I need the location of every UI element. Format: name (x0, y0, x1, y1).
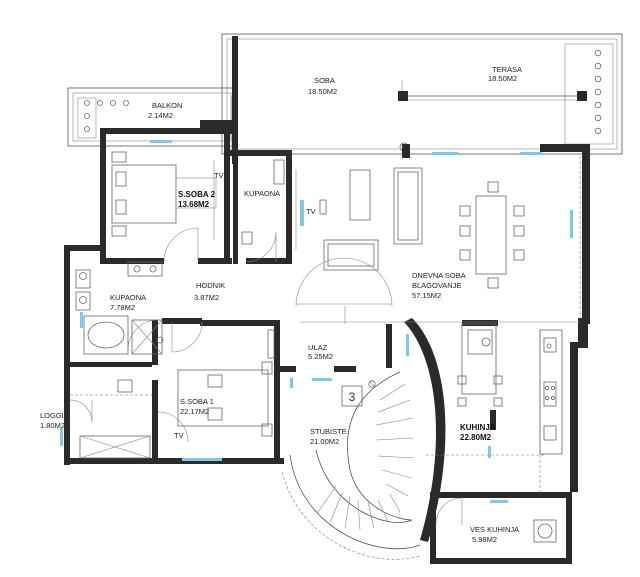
room-name-soba: .SOBA (312, 76, 335, 85)
room-name-ulaz: ULAZ (308, 343, 328, 352)
room-name-hodnik: HODNIK (196, 281, 225, 290)
room-area-dnevna: 57.15M2 (412, 291, 441, 300)
room-name-kuhinja: KUHINJA (460, 423, 496, 432)
tv-label: TV (174, 431, 184, 440)
room-name-veskuhinja: VES KUHINJA (470, 525, 519, 534)
room-area-kupaona2: 7.78M2 (110, 303, 135, 312)
room-area-stubiste: 21.00M2 (310, 437, 339, 446)
room-name-stubiste: STUBISTE (310, 427, 347, 436)
door-swings (69, 227, 463, 526)
room-area-ulaz: 5.25M2 (308, 352, 333, 361)
spiral-stair (281, 371, 421, 560)
column (577, 91, 587, 101)
room-area-veskuhinja: 5.98M2 (472, 535, 497, 544)
furniture (75, 151, 563, 543)
room-name-ssoba2: S.SOBA 2 (178, 190, 216, 199)
room-name2-dnevna: BLAGOVANJE (412, 281, 461, 290)
room-area-ssoba1: 22.17M2 (180, 407, 209, 416)
room-name-kupaona2: KUPAONA (110, 293, 146, 302)
terrace-outline (221, 33, 623, 155)
room-name-terasa: TERASA (492, 65, 522, 74)
tv-label: TV (306, 207, 316, 216)
room-area-loggia: 1.80M2 (40, 421, 65, 430)
tv-label: TV (214, 171, 224, 180)
column (398, 91, 408, 101)
room-area-ssoba2: 13.68M2 (178, 200, 210, 209)
room-name-balkon: BALKON (152, 101, 182, 110)
walls (64, 36, 590, 564)
room-labels: .SOBA 18.50M2 TERASA 18.50M2 BALKON 2.14… (40, 65, 522, 544)
windows (60, 140, 573, 503)
balkon-outline (67, 87, 237, 147)
room-area-soba: 18.50M2 (308, 87, 337, 96)
terrace-planters (594, 49, 602, 135)
room-area-terasa: 18.50M2 (488, 74, 517, 83)
room-area-balkon: 2.14M2 (148, 111, 173, 120)
room-name-loggia: LOGGIA (40, 411, 69, 420)
room-name-ssoba1: S.SOBA 1 (180, 397, 214, 406)
room-area-kuhinja: 22.80M2 (460, 433, 492, 442)
stair-number: 3 (349, 390, 356, 404)
room-name-dnevna: DNEVNA SOBA (412, 271, 466, 280)
room-area-hodnik: 3.87M2 (194, 293, 219, 302)
room-name-kupaona1: KUPAONA (244, 189, 280, 198)
